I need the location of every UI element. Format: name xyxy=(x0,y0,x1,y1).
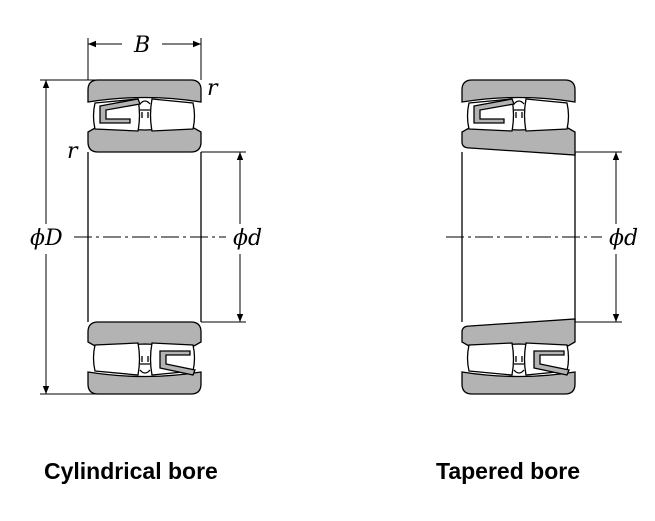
cage-bottom xyxy=(533,350,570,376)
top-section xyxy=(461,79,576,156)
label-bore-diameter-right: ϕd xyxy=(609,226,638,251)
label-width-b: B xyxy=(133,33,150,58)
roller-left-bottom xyxy=(466,342,515,376)
tapered-bore-bearing xyxy=(461,79,576,395)
top-section xyxy=(87,79,202,153)
label-outer-diameter: ϕD xyxy=(30,226,63,251)
label-bore-diameter-left: ϕd xyxy=(233,226,262,251)
outer-ring-bottom xyxy=(87,371,202,395)
label-chamfer-r-top: r xyxy=(207,76,219,101)
roller-left-bottom xyxy=(92,342,141,376)
cage-top xyxy=(473,98,515,124)
tapered-inner-ring-bottom xyxy=(461,318,576,347)
inner-ring-top xyxy=(87,127,202,153)
caption-tapered-bore: Tapered bore xyxy=(436,458,580,484)
dimension-lines-left xyxy=(40,38,246,395)
inner-ring-bottom xyxy=(87,321,202,347)
guide-ring-top xyxy=(513,100,525,118)
label-chamfer-r-side: r xyxy=(67,139,79,164)
tapered-inner-ring-top xyxy=(461,127,576,156)
dimension-lines-right xyxy=(446,151,622,323)
outer-ring-bottom xyxy=(461,371,576,395)
caption-cylindrical-bore: Cylindrical bore xyxy=(44,458,218,484)
guide-ring-bottom xyxy=(513,356,525,374)
guide-ring-top xyxy=(139,100,151,118)
roller-right-top xyxy=(523,98,570,132)
guide-ring-bottom xyxy=(139,356,151,374)
roller-right-top xyxy=(149,98,196,132)
cage-top xyxy=(99,98,141,124)
bottom-section xyxy=(461,318,576,395)
bottom-section xyxy=(87,321,202,395)
outer-ring-top xyxy=(461,79,576,103)
outer-ring-top xyxy=(87,79,202,103)
cylindrical-bore-bearing xyxy=(87,79,202,395)
cage-bottom xyxy=(159,350,196,376)
